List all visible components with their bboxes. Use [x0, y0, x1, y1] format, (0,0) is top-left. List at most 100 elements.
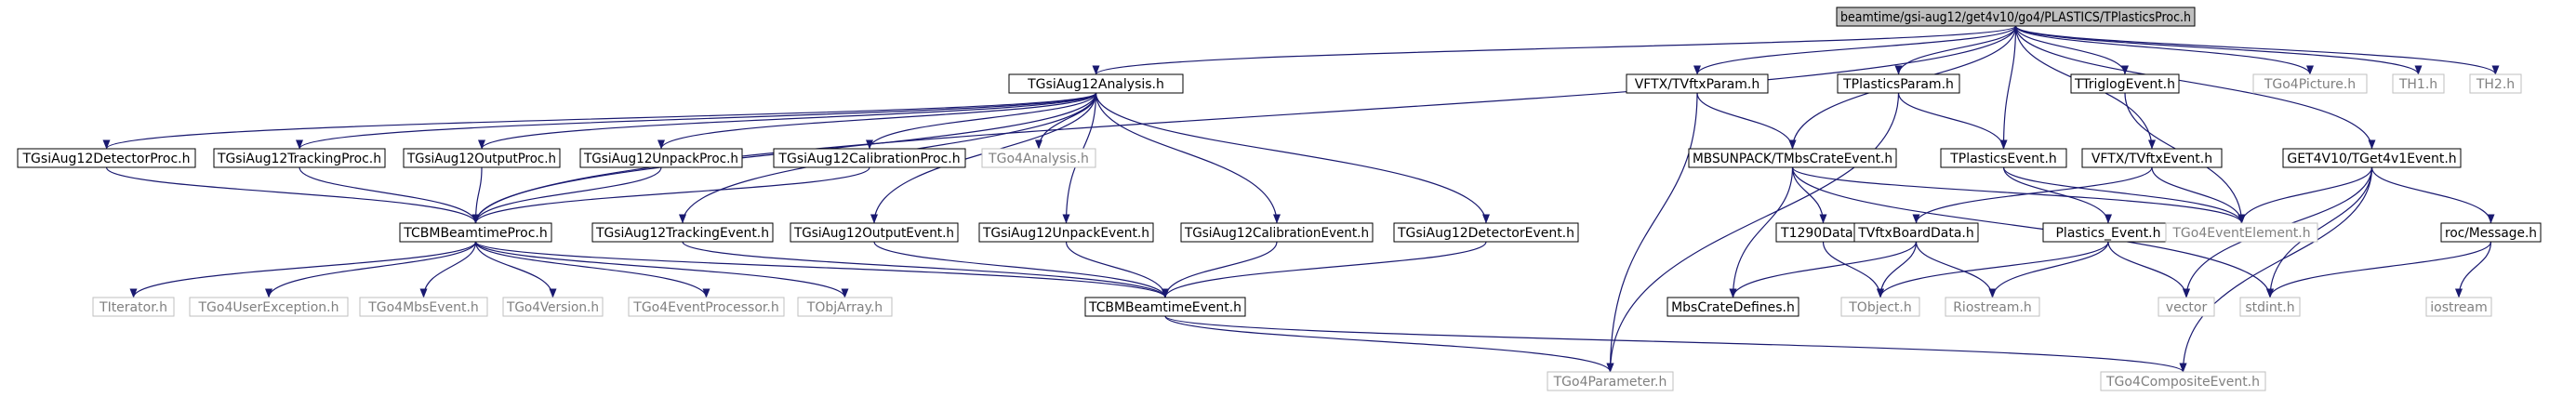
node-outev-box [790, 222, 959, 243]
node-trackev-label: TGsiAug12TrackingEvent.h [595, 226, 769, 241]
edge-beamproc-to-objarray [474, 241, 849, 298]
node-plasticsparam-box [1837, 73, 1960, 94]
node-vftxboard-box [1853, 222, 1979, 243]
edge-root-to-plasticsparam [1894, 25, 2017, 75]
node-iostream-box [2425, 297, 2492, 317]
node-root[interactable]: beamtime/gsi-aug12/get4v10/go4/PLASTICS/… [1836, 7, 2196, 27]
node-beamproc-box [399, 222, 552, 243]
node-plasticsevent-box [1940, 148, 2067, 168]
edge-beamproc-to-beamev [474, 241, 1169, 298]
edge-message-to-stdint [2266, 241, 2492, 298]
node-get4-label: GET4V10/TGet4v1Event.h [2287, 152, 2456, 166]
node-calibev-box [1180, 222, 1374, 243]
node-unpackproc-label: TGsiAug12UnpackProc.h [583, 152, 738, 166]
node-calibev[interactable]: TGsiAug12CalibrationEvent.h [1180, 222, 1374, 243]
node-outev-label: TGsiAug12OutputEvent.h [793, 226, 954, 241]
node-iostream: iostream [2425, 297, 2492, 317]
edge-detev-to-beamev [1162, 241, 1487, 298]
node-parameter: TGo4Parameter.h [1547, 371, 1674, 391]
edge-beamproc-to-mbsevent [419, 241, 477, 298]
edge-plastics_event-to-vector [2107, 241, 2190, 298]
edge-mbscrate-to-stdint [1791, 166, 2274, 298]
node-analysis[interactable]: TGsiAug12Analysis.h [1008, 73, 1184, 94]
node-get4-box [2282, 148, 2462, 168]
node-beamev-box [1084, 297, 1246, 317]
node-mbsdefs[interactable]: MbsCrateDefines.h [1666, 297, 1799, 317]
node-vector-label: vector [2166, 300, 2208, 315]
edge-root-to-th1 [2014, 25, 2423, 75]
node-mbsdefs-label: MbsCrateDefines.h [1671, 300, 1795, 315]
node-plasticsparam[interactable]: TPlasticsParam.h [1837, 73, 1960, 94]
edge-beamproc-to-version [474, 241, 557, 298]
node-outev[interactable]: TGsiAug12OutputEvent.h [790, 222, 959, 243]
edge-vftxparam-to-parameter [1606, 92, 1698, 373]
node-version: TGo4Version.h [502, 297, 604, 317]
node-unpackproc[interactable]: TGsiAug12UnpackProc.h [579, 148, 743, 168]
node-beamproc[interactable]: TCBMBeamtimeProc.h [399, 222, 552, 243]
node-th2: TH2.h [2469, 73, 2522, 94]
edge-beamproc-to-evproc [474, 241, 710, 298]
node-th2-label: TH2.h [2476, 77, 2515, 92]
edge-message-to-iostream [2455, 241, 2492, 298]
node-analysis-box [1008, 73, 1184, 94]
node-userexc-label: TGo4UserException.h [197, 300, 339, 315]
node-mbscrate-box [1688, 148, 1897, 168]
node-unpackproc-box [579, 148, 743, 168]
node-plasticsevent-label: TPlasticsEvent.h [1949, 152, 2057, 166]
node-th1-box [2392, 73, 2445, 94]
edge-vftxboard-to-riostream [1915, 241, 1997, 298]
edge-root-to-picture [2014, 25, 2314, 75]
node-vftxparam[interactable]: VFTX/TVftxParam.h [1626, 73, 1769, 94]
node-detev-box [1393, 222, 1579, 243]
node-calibproc[interactable]: TGsiAug12CalibrationProc.h [773, 148, 966, 168]
node-picture-box [2252, 73, 2368, 94]
edge-unpackproc-to-beamproc [471, 166, 662, 224]
node-picture-label: TGo4Picture.h [2264, 77, 2356, 92]
node-trackproc-label: TGsiAug12TrackingProc.h [217, 152, 381, 166]
node-riostream-box [1945, 297, 2040, 317]
edge-beamev-to-composite [1164, 315, 2187, 373]
node-parameter-label: TGo4Parameter.h [1553, 375, 1667, 390]
node-trackev[interactable]: TGsiAug12TrackingEvent.h [591, 222, 774, 243]
node-beamev[interactable]: TCBMBeamtimeEvent.h [1084, 297, 1246, 317]
node-vftxevent-box [2081, 148, 2223, 168]
node-plastics_event[interactable]: Plastics_Event.h [2042, 222, 2174, 243]
node-go4analysis-label: TGo4Analysis.h [988, 152, 1089, 166]
node-objarray-box [797, 297, 893, 317]
node-vftxevent[interactable]: VFTX/TVftxEvent.h [2081, 148, 2223, 168]
node-riostream: Riostream.h [1945, 297, 2040, 317]
node-triglog[interactable]: TTriglogEvent.h [2070, 73, 2180, 94]
node-get4[interactable]: GET4V10/TGet4v1Event.h [2282, 148, 2462, 168]
node-plasticsevent[interactable]: TPlasticsEvent.h [1940, 148, 2067, 168]
node-t1290[interactable]: T1290Data.h [1775, 222, 1871, 243]
node-trackproc-box [213, 148, 386, 168]
node-evelement: TGo4EventElement.h [2165, 222, 2318, 243]
node-vector-box [2158, 297, 2215, 317]
node-trackproc[interactable]: TGsiAug12TrackingProc.h [213, 148, 386, 168]
node-iterator-label: TIterator.h [99, 300, 167, 315]
edge-beamproc-to-userexc [265, 241, 477, 298]
edge-mbscrate-to-mbsdefs [1729, 166, 1794, 298]
node-mbscrate[interactable]: MBSUNPACK/TMbsCrateEvent.h [1688, 148, 1897, 168]
edge-root-to-analysis [1092, 25, 2017, 75]
edge-vftxparam-to-mbscrate [1696, 92, 1797, 150]
node-outproc-label: TGsiAug12OutputProc.h [406, 152, 556, 166]
node-iostream-label: iostream [2430, 300, 2488, 315]
node-detproc[interactable]: TGsiAug12DetectorProc.h [17, 148, 196, 168]
node-outproc[interactable]: TGsiAug12OutputProc.h [403, 148, 561, 168]
node-unpackev[interactable]: TGsiAug12UnpackEvent.h [978, 222, 1154, 243]
node-mbsdefs-box [1666, 297, 1799, 317]
node-parameter-box [1547, 371, 1674, 391]
edge-get4-to-composite [2179, 166, 2373, 373]
node-message[interactable]: roc/Message.h [2440, 222, 2542, 243]
node-tobject: TObject.h [1840, 297, 1920, 317]
node-detev[interactable]: TGsiAug12DetectorEvent.h [1393, 222, 1579, 243]
node-calibev-label: TGsiAug12CalibrationEvent.h [1184, 226, 1369, 241]
edge-unpackev-to-beamev [1065, 241, 1169, 298]
edge-plasticsevent-to-evelement [2002, 166, 2246, 224]
node-vector: vector [2158, 297, 2215, 317]
node-vftxboard[interactable]: TVftxBoardData.h [1853, 222, 1979, 243]
node-message-box [2440, 222, 2542, 243]
edge-calibproc-to-beamproc [471, 166, 870, 224]
node-riostream-label: Riostream.h [1953, 300, 2032, 315]
